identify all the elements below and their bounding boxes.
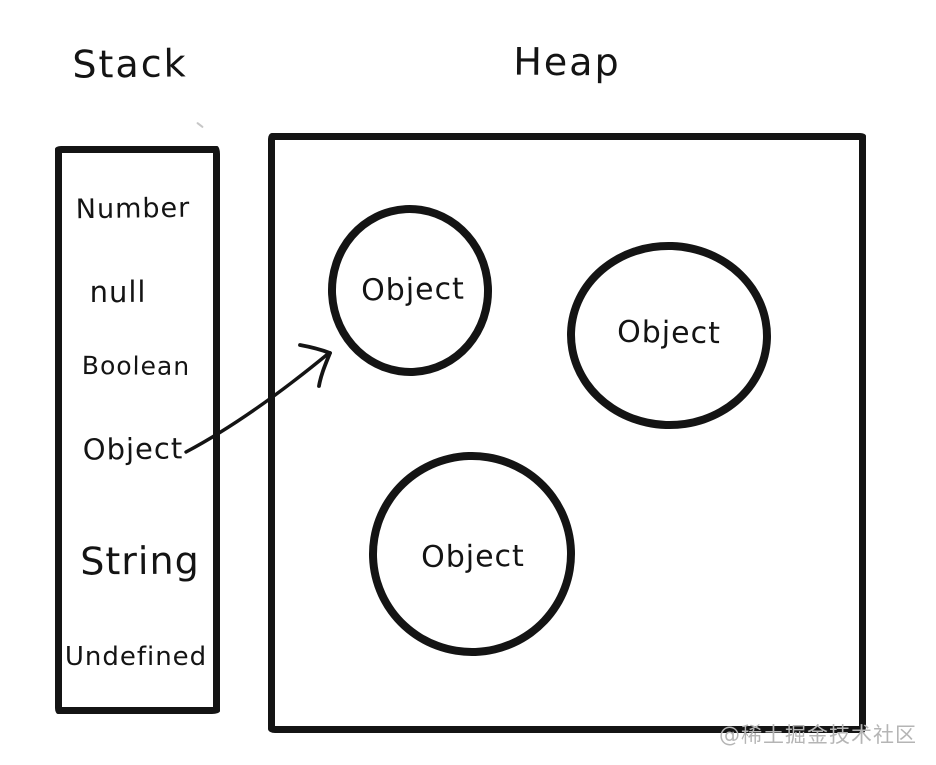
stack-item-null: null bbox=[89, 275, 147, 309]
heap-title: Heap bbox=[513, 39, 621, 85]
stack-title: Stack bbox=[72, 41, 188, 87]
heap-object-label-1: Object bbox=[360, 271, 466, 309]
stray-pen-mark bbox=[196, 121, 204, 129]
stack-item-object: Object bbox=[82, 431, 184, 467]
stack-item-undefined: Undefined bbox=[64, 642, 208, 672]
stack-box bbox=[55, 146, 220, 714]
heap-object-label-3: Object bbox=[420, 538, 526, 576]
stack-item-boolean: Boolean bbox=[81, 351, 191, 381]
stack-item-number: Number bbox=[75, 192, 191, 226]
heap-object-label-2: Object bbox=[616, 314, 722, 352]
watermark: @稀土掘金技术社区 bbox=[719, 723, 917, 747]
stack-item-string: String bbox=[80, 538, 200, 584]
